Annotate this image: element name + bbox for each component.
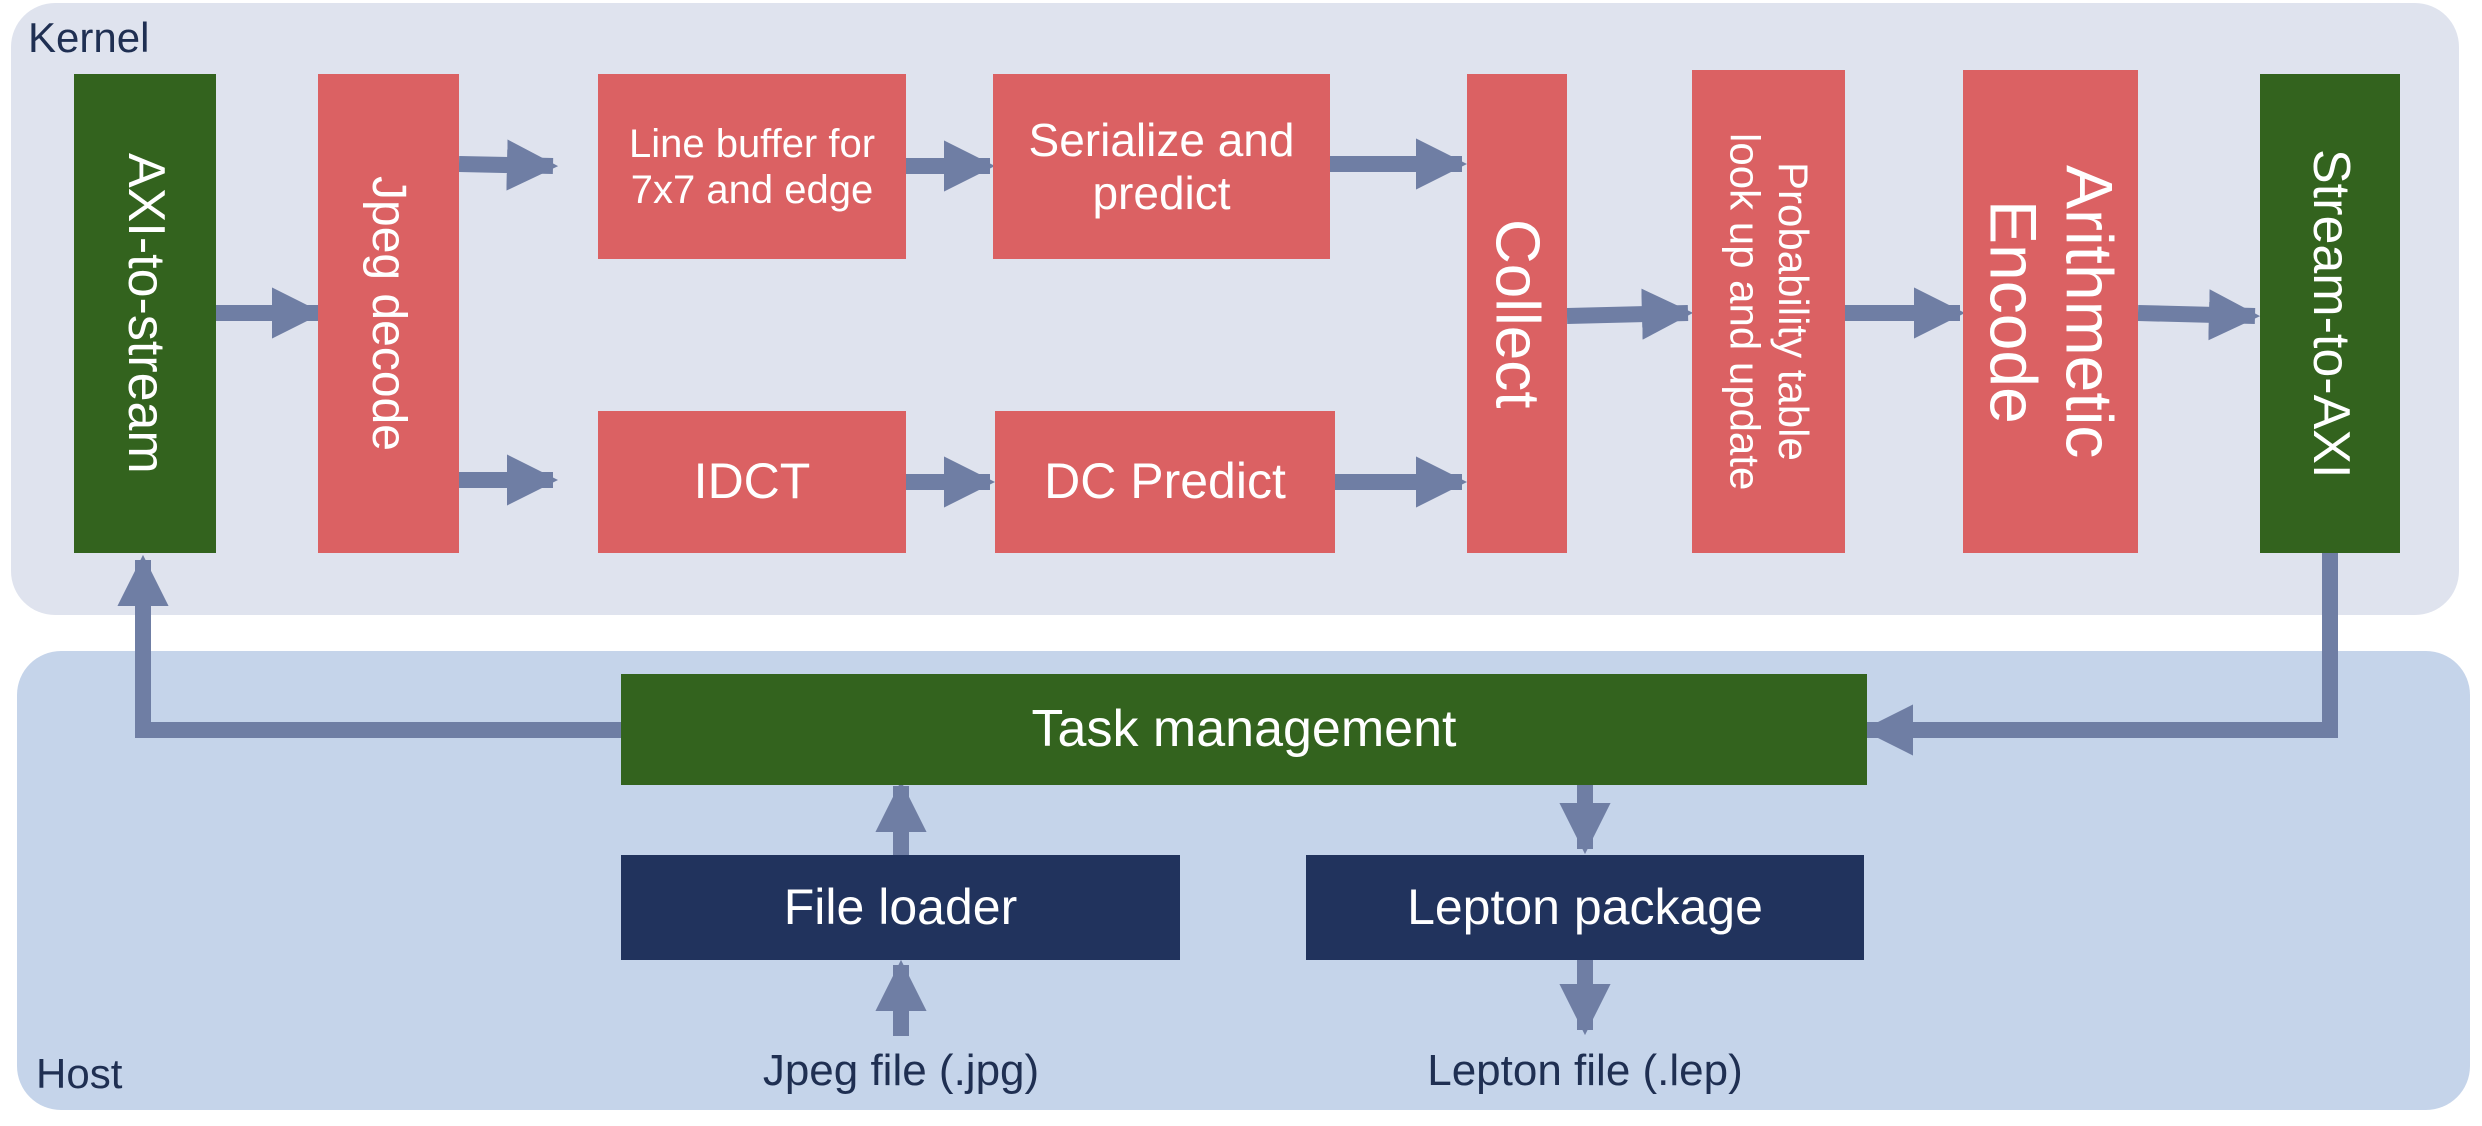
probability-table-block: Probability table look up and update (1692, 70, 1845, 553)
arrow-collect-to-probability (1566, 288, 1694, 340)
collect-block: Collect (1467, 74, 1567, 553)
dc-predict-block: DC Predict (995, 411, 1335, 553)
axi-to-stream-block: AXI-to-stream (74, 74, 216, 553)
lepton-file-caption: Lepton file (.lep) (1427, 1046, 1743, 1095)
kernel-label: Kernel (28, 14, 150, 61)
lepton-package-block: Lepton package (1306, 855, 1864, 960)
arrow-arithmetic-to-stream (2137, 289, 2261, 341)
arithmetic-encode-block: Arithmetic Encode (1963, 70, 2138, 553)
line-buffer-block: Line buffer for 7x7 and edge (598, 74, 906, 259)
idct-block: IDCT (598, 411, 906, 553)
jpeg-decode-block: Jpeg decode (318, 74, 459, 553)
task-management-block: Task management (621, 674, 1867, 785)
arrow-jpeg-to-linebuffer (458, 139, 559, 191)
jpeg-file-caption: Jpeg file (.jpg) (762, 1046, 1040, 1095)
arrow-stream-to-task (1861, 553, 2338, 756)
stream-to-axi-block: Stream-to-AXI (2260, 74, 2400, 553)
arrow-task-to-axi (117, 554, 621, 738)
host-label: Host (36, 1050, 123, 1097)
file-loader-block: File loader (621, 855, 1180, 960)
serialize-predict-block: Serialize and predict (993, 74, 1330, 259)
